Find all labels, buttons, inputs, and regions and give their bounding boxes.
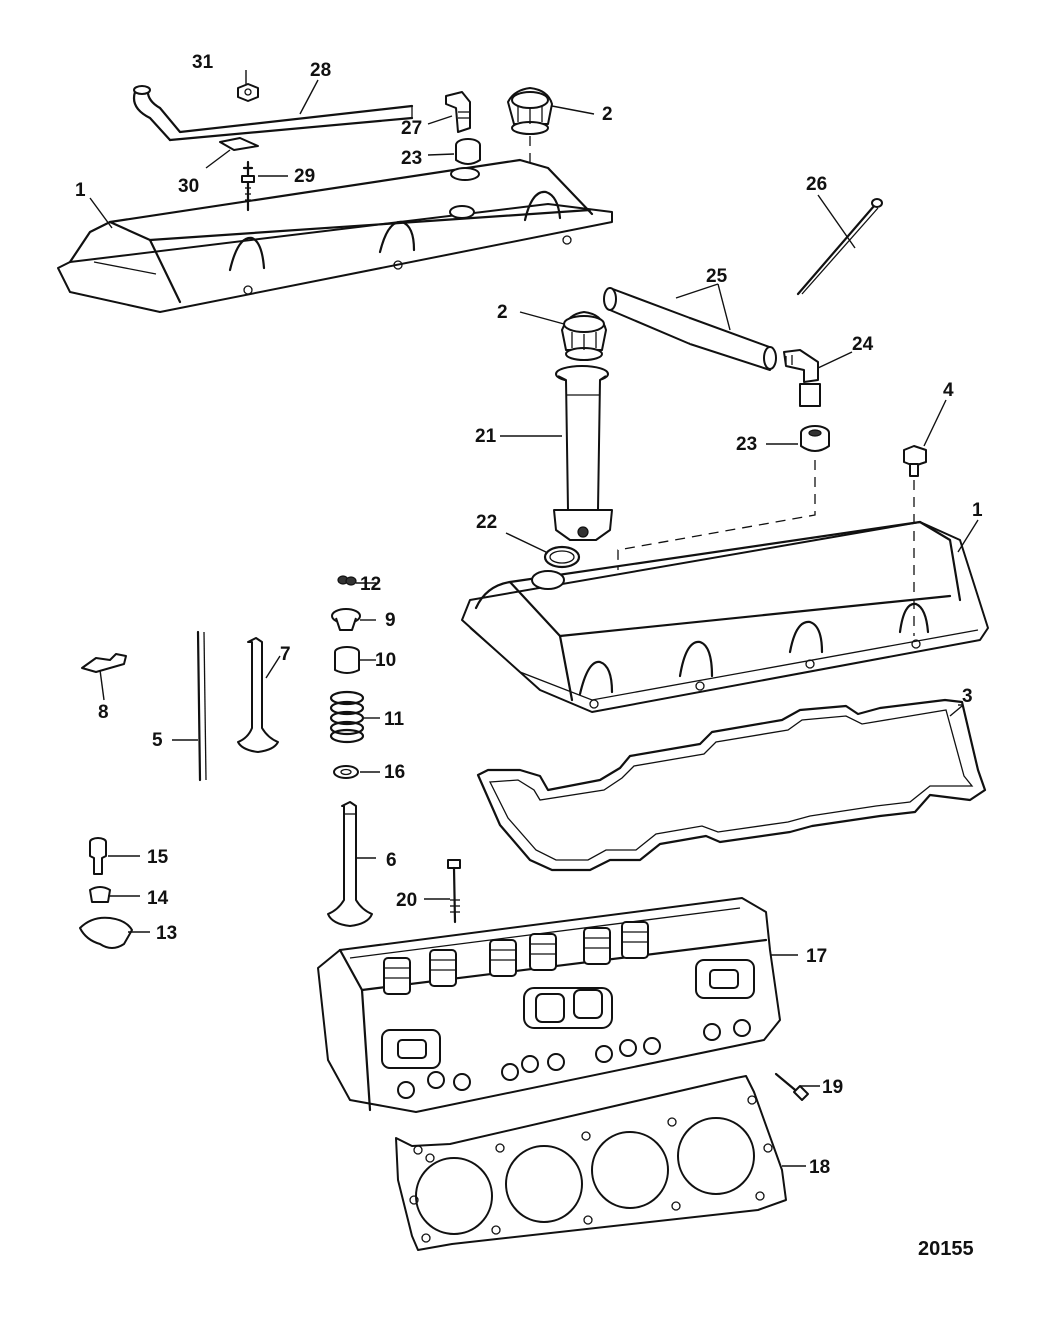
callout-23-right: 23 (736, 434, 757, 455)
callout-9: 9 (385, 610, 396, 631)
callout-22: 22 (476, 512, 497, 533)
head-bolt-icon (447, 859, 461, 924)
callout-29: 29 (294, 166, 315, 187)
callout-20: 20 (396, 890, 417, 911)
exhaust-valve-icon (327, 801, 373, 927)
callout-19: 19 (822, 1077, 843, 1098)
cylinder-head (317, 897, 781, 1113)
callout-30: 30 (178, 176, 199, 197)
callout-16: 16 (384, 762, 405, 783)
callout-21: 21 (475, 426, 497, 447)
grommet-right (800, 425, 830, 452)
valve-cover-upper (57, 158, 613, 313)
callout-27: 27 (401, 118, 422, 139)
callout-12: 12 (360, 574, 381, 595)
callout-28: 28 (310, 60, 331, 81)
callout-14: 14 (147, 888, 169, 909)
callout-3: 3 (962, 686, 973, 707)
callout-15: 15 (147, 847, 169, 868)
oil-cap-upper (507, 87, 553, 135)
spring-retainer-icon (331, 608, 361, 631)
elbow-fitting-right (783, 349, 821, 407)
pushrod-icon (196, 630, 207, 782)
oil-cap-right (561, 311, 607, 361)
figure-number: 20155 (918, 1238, 974, 1260)
clip-icon (219, 137, 259, 151)
callout-24: 24 (852, 334, 874, 355)
bolt-icon (903, 445, 927, 477)
breather-tube-upper (132, 85, 414, 142)
retainer-clip-icon (81, 653, 127, 673)
callout-7: 7 (280, 644, 291, 665)
valve-cover-gasket (476, 698, 987, 872)
callout-11: 11 (384, 709, 405, 730)
o-ring-icon (543, 545, 581, 569)
callout-23-upper: 23 (401, 148, 422, 169)
callout-1-right: 1 (972, 500, 983, 521)
callout-13: 13 (156, 923, 177, 944)
valve-keeper-icon (337, 575, 357, 586)
oil-fill-tube (553, 365, 613, 541)
leader-lines (89, 70, 979, 1167)
callout-1-upper: 1 (75, 180, 86, 201)
head-gasket (395, 1075, 787, 1251)
rocker-stud-icon (89, 837, 107, 875)
callout-5: 5 (152, 730, 163, 751)
valve-cover-right (461, 520, 989, 713)
callout-2-upper: 2 (602, 104, 613, 125)
hose-right (603, 287, 777, 371)
stud-icon (241, 160, 255, 212)
valve-spring-icon (329, 690, 365, 744)
callout-18: 18 (809, 1157, 830, 1178)
nut-icon (237, 83, 259, 102)
grommet-upper (455, 138, 481, 165)
intake-valve-icon (237, 637, 279, 753)
callout-8: 8 (98, 702, 109, 723)
callout-2-right: 2 (497, 302, 508, 323)
callout-4: 4 (943, 380, 954, 401)
rocker-arm-icon (79, 916, 133, 949)
callout-17: 17 (806, 946, 827, 967)
valve-seal-icon (334, 646, 360, 674)
rocker-ball-icon (89, 886, 111, 903)
callout-25: 25 (706, 266, 728, 287)
shim-icon (333, 765, 359, 779)
head-valve-springs (383, 921, 649, 995)
small-bolt-icon (774, 1072, 809, 1101)
callout-10: 10 (375, 650, 396, 671)
dipstick-icon (796, 198, 883, 296)
callout-26: 26 (806, 174, 827, 195)
callout-31: 31 (192, 52, 214, 73)
elbow-fitting-upper (445, 91, 471, 133)
callout-6: 6 (386, 850, 397, 871)
